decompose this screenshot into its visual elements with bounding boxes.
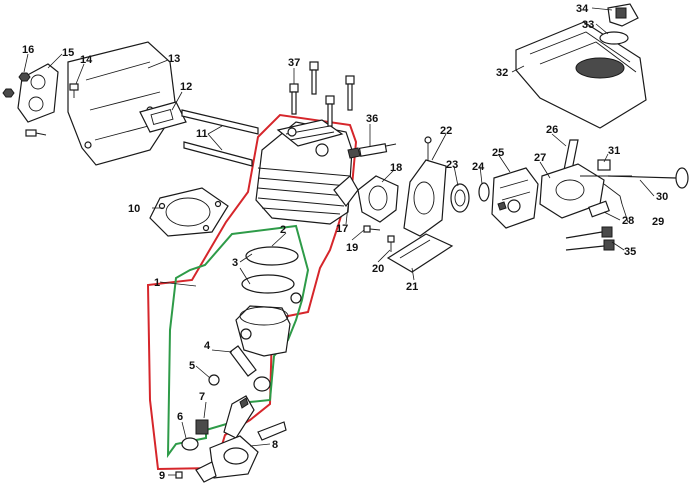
callout-27: 27 (534, 152, 546, 164)
callout-24: 24 (472, 161, 485, 173)
washer (599, 31, 629, 45)
throttle-rod (607, 167, 689, 189)
nut-lower (2, 88, 15, 98)
air-filter-base (539, 163, 632, 219)
callout-16: 16 (22, 44, 34, 56)
callout-22: 22 (440, 125, 452, 137)
callout-20: 20 (372, 263, 384, 275)
needle-bearing (195, 419, 209, 435)
circlip (208, 374, 220, 386)
callout-5: 5 (189, 360, 195, 372)
callout-labels: 1 2 3 4 5 6 7 8 9 10 11 12 13 14 15 16 1… (22, 3, 668, 482)
callout-17: 17 (336, 223, 348, 235)
piston-rings (241, 246, 299, 294)
piston (235, 305, 291, 357)
callout-33: 33 (582, 19, 594, 31)
callout-4: 4 (204, 340, 211, 352)
choke-plate (588, 200, 610, 218)
callout-29: 29 (652, 216, 664, 228)
muffler-gasket (139, 101, 187, 133)
callout-13: 13 (168, 53, 180, 65)
callout-18: 18 (390, 162, 402, 174)
studs (181, 109, 259, 167)
callout-30: 30 (656, 191, 668, 203)
bolts (565, 226, 615, 251)
cylinder (255, 119, 353, 225)
callout-32: 32 (496, 67, 508, 79)
callout-28: 28 (622, 215, 634, 227)
callout-23: 23 (446, 159, 458, 171)
callout-11: 11 (196, 128, 208, 140)
callout-10: 10 (128, 203, 140, 215)
cylinder-bolts (289, 61, 355, 127)
gasket (478, 182, 490, 202)
air-filter (515, 21, 647, 129)
heat-shield (386, 233, 454, 273)
bushing (597, 159, 611, 171)
carburetor-plate (403, 136, 447, 237)
knob (607, 3, 639, 27)
callout-25: 25 (492, 147, 504, 159)
callout-34: 34 (576, 3, 589, 15)
seal (181, 376, 271, 451)
callout-1: 1 (154, 277, 160, 289)
crankshaft (195, 395, 287, 483)
screw (69, 83, 79, 98)
carburetor (491, 167, 539, 229)
callout-26: 26 (546, 124, 558, 136)
screw-19 (363, 225, 381, 233)
spark-plug (347, 143, 397, 159)
circlip-upper (290, 292, 302, 304)
callout-9: 9 (159, 470, 165, 482)
callout-37: 37 (288, 57, 300, 69)
callout-35: 35 (624, 246, 636, 258)
callout-2: 2 (280, 224, 286, 236)
cylinder-gasket (149, 187, 229, 237)
key (175, 471, 183, 479)
piston-pin (229, 345, 257, 377)
callout-8: 8 (272, 439, 278, 451)
callout-6: 6 (177, 411, 183, 423)
intake-manifold (357, 175, 399, 223)
callout-7: 7 (199, 391, 205, 403)
leader-lines (23, 7, 655, 476)
callout-31: 31 (608, 145, 620, 157)
callout-12: 12 (180, 81, 192, 93)
spacer (450, 183, 470, 213)
callout-15: 15 (62, 47, 74, 59)
screw-lower (25, 129, 47, 137)
callout-19: 19 (346, 242, 358, 254)
callout-14: 14 (80, 54, 93, 66)
nut (18, 72, 31, 82)
rod (603, 183, 623, 205)
callout-21: 21 (406, 281, 418, 293)
callout-3: 3 (232, 257, 238, 269)
screw-20 (387, 235, 395, 252)
callout-36: 36 (366, 113, 378, 125)
